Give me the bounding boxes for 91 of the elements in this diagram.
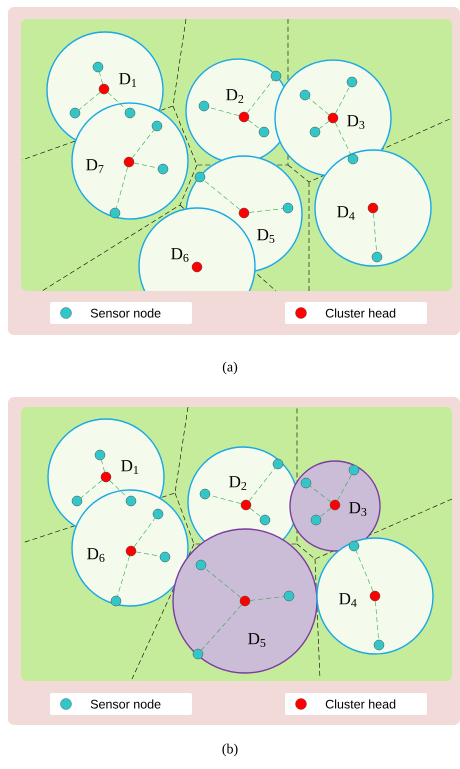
sensor-node-dot [124,108,136,118]
cluster-head-dot [368,202,378,214]
link-line [318,120,330,130]
cluster-head-dot [330,500,340,510]
cluster-head-dot [370,590,380,602]
link-line [246,80,274,114]
link-line [310,486,332,502]
link-line [117,556,130,596]
link-line [335,122,351,155]
sensor-node-dot [152,120,162,132]
sensor-node-dot [348,464,360,476]
sensor-node-dot [272,458,284,470]
sensor-node-dot [72,496,82,506]
link-line [132,130,154,158]
sensor-node-dot [200,488,210,500]
node-label: D$_{6}$ [87,548,105,562]
link-line [101,460,105,472]
sensor-node-dot [70,108,80,118]
legend-item: Sensor node [50,302,192,324]
link-line [320,508,332,518]
link-line [373,212,377,252]
sensor-node-dot [348,154,358,164]
sensor-node-dot [196,560,206,570]
sensor-node-dot [194,172,206,182]
link-line [248,120,260,130]
sensor-node-dot [348,540,360,552]
sensor-node-dot [152,508,164,520]
node-label: D$_{5}$ [257,229,274,243]
link-line [248,208,284,213]
link-line [208,107,240,116]
link-line [335,86,350,114]
cluster-head-dot [124,156,134,168]
panel-caption: (a) [222,362,238,374]
sensor-node-dot [284,590,294,602]
legend-item: Cluster head [285,693,427,715]
link-line [204,180,240,210]
sensor-node-dot [260,514,270,526]
link-line [375,600,379,640]
sensor-node-dot [310,126,320,138]
sensor-node-dot [300,478,312,488]
link-line [201,604,242,650]
link-line [204,568,242,598]
cluster-head-dot [126,546,136,556]
sensor-node-dot [310,514,322,526]
legend-item: Sensor node [50,693,192,715]
node-label: D$_{1}$ [119,73,136,87]
link-line [308,98,330,115]
sensor-node-dot [374,640,384,650]
sensor-node-dot [346,76,358,88]
link-line [109,480,128,498]
link-line [136,552,160,556]
sensor-node-dot [300,90,310,100]
sensor-node-dot [110,596,122,606]
cluster-head-dot [98,84,110,94]
link-line [116,166,128,208]
link-line [78,92,100,110]
sensor-node-dot [92,62,104,72]
cluster-head-dot [192,262,202,272]
node-label: D$_{7}$ [86,159,104,173]
sensor-node-dot [158,164,168,174]
sensor-node-dot [198,100,210,112]
link-line [99,72,103,84]
cluster-head-dot [100,472,112,482]
cluster-head-dot [238,112,250,122]
sensor-node-dot [192,648,204,660]
cluster-head-dot [240,596,250,606]
link-line [337,474,352,501]
panel-caption: (b) [222,744,238,756]
cluster-head-dot [238,208,250,218]
sensor-node-dot [372,252,382,262]
sensor-node-dot [270,70,282,82]
sensor-node-dot [160,552,170,562]
link-line [250,508,262,518]
sensor-node-dot [282,202,294,214]
cluster-head-dot [328,112,338,124]
legend-item: Cluster head [285,302,427,324]
node-label: D$_{2}$ [226,89,244,103]
sensor-node-dot [110,208,120,218]
link-line [248,468,276,502]
sensor-node-dot [94,450,106,460]
link-line [108,92,126,110]
link-line [356,550,374,592]
sensor-node-dot [258,126,270,138]
link-line [134,162,158,168]
cluster-head-dot [240,500,252,510]
link-line [250,596,284,601]
sensor-node-dot [126,496,136,506]
node-label: D$_{1}$ [121,460,138,474]
link-line [80,480,102,498]
node-label: D$_{3}$ [347,115,364,129]
link-line [134,518,156,548]
